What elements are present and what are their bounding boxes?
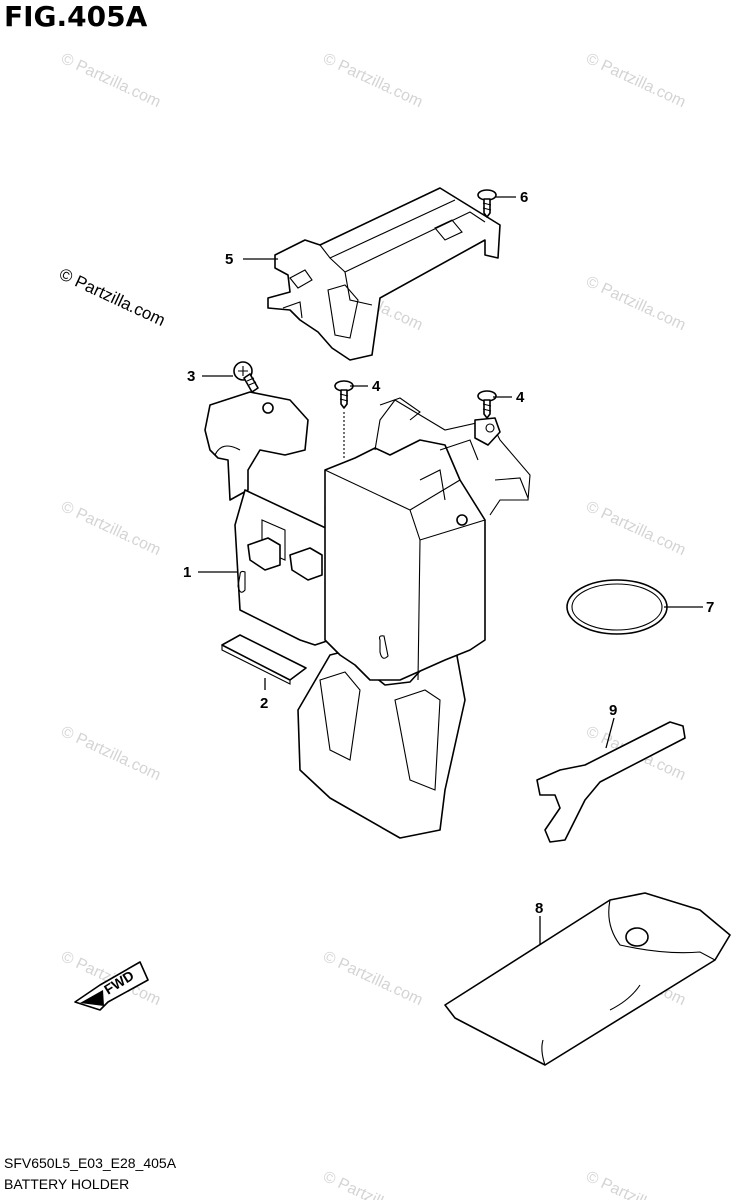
part-4-screw-right [477,390,497,419]
watermark: © Partzilla.com [320,1168,425,1200]
diagram-caption: BATTERY HOLDER [4,1176,130,1192]
callout-1: 1 [183,564,191,581]
callout-5: 5 [225,251,233,268]
callout-3: 3 [187,368,195,385]
watermark: © Partzilla.com [58,498,163,559]
diagram-code: SFV650L5_E03_E28_405A [4,1155,177,1171]
watermark: © Partzilla.com [583,50,688,111]
callout-labels: 5 6 3 4 4 1 2 7 9 8 [183,189,714,917]
watermark: © Partzilla.com [320,948,425,1009]
watermark: © Partzilla.com [58,50,163,111]
part-1-battery-holder [204,391,531,839]
watermark: © Partzilla.com [583,1168,688,1200]
part-6-screw [477,189,497,218]
figure-title: FIG.405A [4,0,148,33]
part-7-o-ring [566,579,668,635]
watermark: © Partzilla.com [320,50,425,111]
part-8-tool-bag [444,892,731,1066]
watermark: © Partzilla.com [583,273,688,334]
callout-9: 9 [609,702,617,719]
watermark-dark: © Partzilla.com [56,264,168,330]
callout-6: 6 [520,189,528,206]
callout-7: 7 [706,599,714,616]
callout-8: 8 [535,900,543,917]
part-5-upper-bracket [267,187,501,361]
watermark: © Partzilla.com [583,498,688,559]
part-2-rubber-pad [221,634,307,685]
callout-4-right: 4 [516,389,525,406]
part-4-screw-left [334,380,354,460]
callout-2: 2 [260,695,268,712]
callout-4-left: 4 [372,378,381,395]
leader-lines [198,196,703,945]
watermark: © Partzilla.com [58,723,163,784]
part-3-bolt [233,361,259,393]
part-9-spanner [536,721,686,843]
